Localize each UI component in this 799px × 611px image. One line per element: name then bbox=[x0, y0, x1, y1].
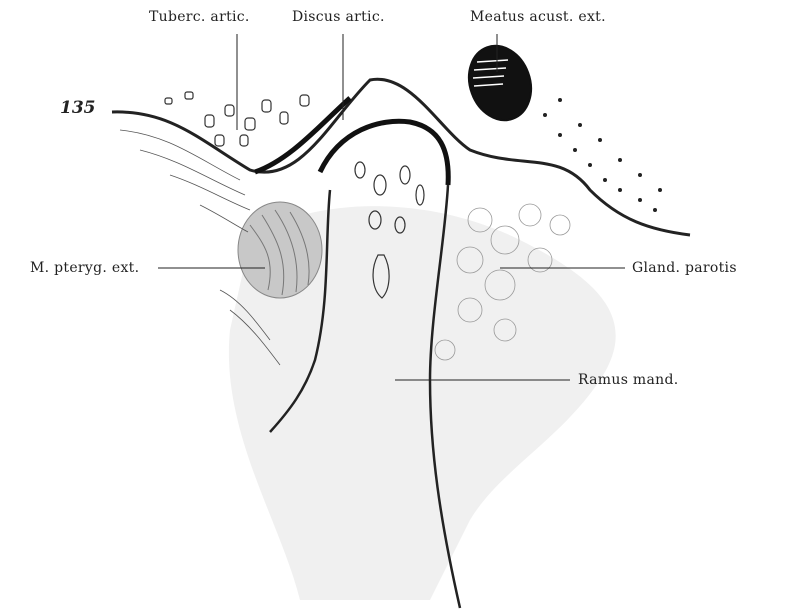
meatus-oval bbox=[459, 37, 541, 129]
label-ramus-mand: Ramus mand. bbox=[578, 373, 679, 387]
skin-stipple bbox=[543, 98, 662, 212]
label-meatus-acust-ext: Meatus acust. ext. bbox=[470, 10, 606, 24]
label-tuberc-artic: Tuberc. artic. bbox=[149, 10, 250, 24]
figure-number: 135 bbox=[60, 98, 96, 118]
articular-disc bbox=[255, 98, 350, 172]
label-m-pteryg-ext: M. pteryg. ext. bbox=[30, 261, 139, 275]
label-gland-parotis: Gland. parotis bbox=[632, 261, 737, 275]
condyle-cap bbox=[320, 121, 448, 185]
label-discus-artic: Discus artic. bbox=[292, 10, 385, 24]
